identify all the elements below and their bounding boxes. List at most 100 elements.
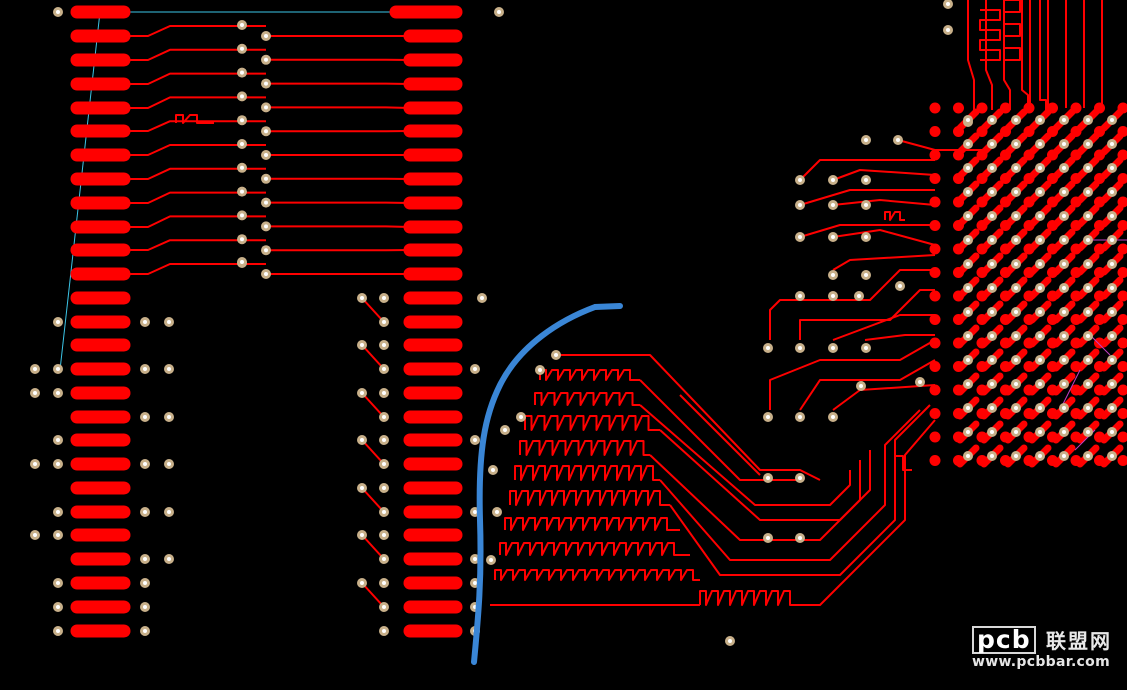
via-hole — [1014, 238, 1018, 242]
via-hole — [360, 533, 364, 537]
via-hole — [473, 557, 477, 561]
via-hole — [1086, 454, 1090, 458]
via-hole — [1038, 166, 1042, 170]
via-hole — [240, 260, 244, 264]
via-hole — [864, 138, 868, 142]
via-hole — [990, 142, 994, 146]
via-hole — [990, 262, 994, 266]
via-hole — [1062, 166, 1066, 170]
via-hole — [1038, 118, 1042, 122]
via-hole — [1086, 262, 1090, 266]
via-hole — [966, 382, 970, 386]
bga-ball — [1117, 220, 1127, 231]
via-hole — [56, 533, 60, 537]
via-hole — [56, 510, 60, 514]
bga-ball — [1117, 267, 1127, 278]
via-hole — [167, 367, 171, 371]
via-hole — [798, 203, 802, 207]
trace — [556, 354, 821, 481]
via-hole — [966, 118, 970, 122]
bga-ball — [1117, 431, 1127, 443]
via-hole — [360, 391, 364, 395]
via-hole — [382, 391, 386, 395]
via-hole — [56, 605, 60, 609]
via-hole — [831, 178, 835, 182]
via-hole — [56, 629, 60, 633]
bga-ball — [929, 267, 941, 278]
via-hole — [1062, 238, 1066, 242]
via-hole — [990, 310, 994, 314]
highlight-net[interactable] — [471, 303, 623, 665]
trace — [124, 72, 266, 85]
via-hole — [33, 462, 37, 466]
via-hole — [1086, 118, 1090, 122]
via-hole — [966, 238, 970, 242]
via-hole — [798, 235, 802, 239]
via-hole — [966, 142, 970, 146]
via-hole — [1038, 310, 1042, 314]
trace — [832, 254, 936, 271]
trace — [124, 120, 266, 132]
trace — [519, 440, 650, 456]
via-hole — [503, 428, 507, 432]
via-hole — [240, 118, 244, 123]
trace-layer — [124, 0, 1103, 606]
via-hole — [382, 438, 386, 442]
trace — [1021, 0, 1029, 110]
watermark-logo: pcb — [972, 626, 1036, 654]
via-hole — [56, 438, 60, 442]
via-hole — [990, 238, 994, 242]
via-hole — [966, 454, 970, 458]
via-hole — [918, 380, 922, 384]
via-hole — [859, 384, 863, 388]
trace — [504, 517, 680, 531]
via-hole — [495, 510, 499, 514]
via-hole — [990, 334, 994, 338]
via-hole — [240, 237, 244, 242]
bga-ball — [1117, 337, 1127, 349]
via-hole — [473, 510, 477, 514]
trace — [894, 455, 912, 471]
via-hole — [264, 81, 268, 86]
via-hole — [264, 57, 268, 62]
via-hole — [497, 10, 501, 14]
via-hole — [167, 462, 171, 466]
trace — [799, 224, 935, 238]
trace — [124, 96, 266, 109]
via-hole — [1110, 118, 1114, 122]
via-hole — [990, 166, 994, 170]
via-hole — [360, 296, 364, 300]
via-hole — [1014, 310, 1018, 314]
via-hole — [143, 581, 147, 585]
via-hole — [143, 605, 147, 609]
via-hole — [896, 138, 900, 142]
bga-ball — [929, 384, 941, 396]
trace — [534, 392, 640, 406]
watermark-url: www.pcbbar.com — [972, 654, 1110, 670]
trace — [769, 339, 936, 410]
via-hole — [898, 284, 902, 288]
via-hole — [473, 581, 477, 585]
via-hole — [990, 430, 994, 434]
via-hole — [1086, 214, 1090, 218]
via-hole — [1014, 190, 1018, 194]
via-hole — [240, 46, 244, 51]
via-hole — [33, 533, 37, 537]
via-hole — [1062, 142, 1066, 146]
via-hole — [798, 415, 802, 419]
via-hole — [240, 213, 244, 218]
via-hole — [1062, 430, 1066, 434]
via-hole — [766, 415, 770, 419]
via-hole — [1038, 358, 1042, 362]
via-hole — [1086, 334, 1090, 338]
trace — [124, 263, 266, 275]
bga-ball — [1117, 361, 1127, 372]
via-hole — [240, 189, 244, 194]
trace — [524, 415, 660, 431]
trace — [967, 0, 975, 110]
via-hole — [264, 200, 268, 205]
via-hole — [1086, 430, 1090, 434]
via-hole — [56, 581, 60, 585]
via-hole — [1110, 142, 1114, 146]
